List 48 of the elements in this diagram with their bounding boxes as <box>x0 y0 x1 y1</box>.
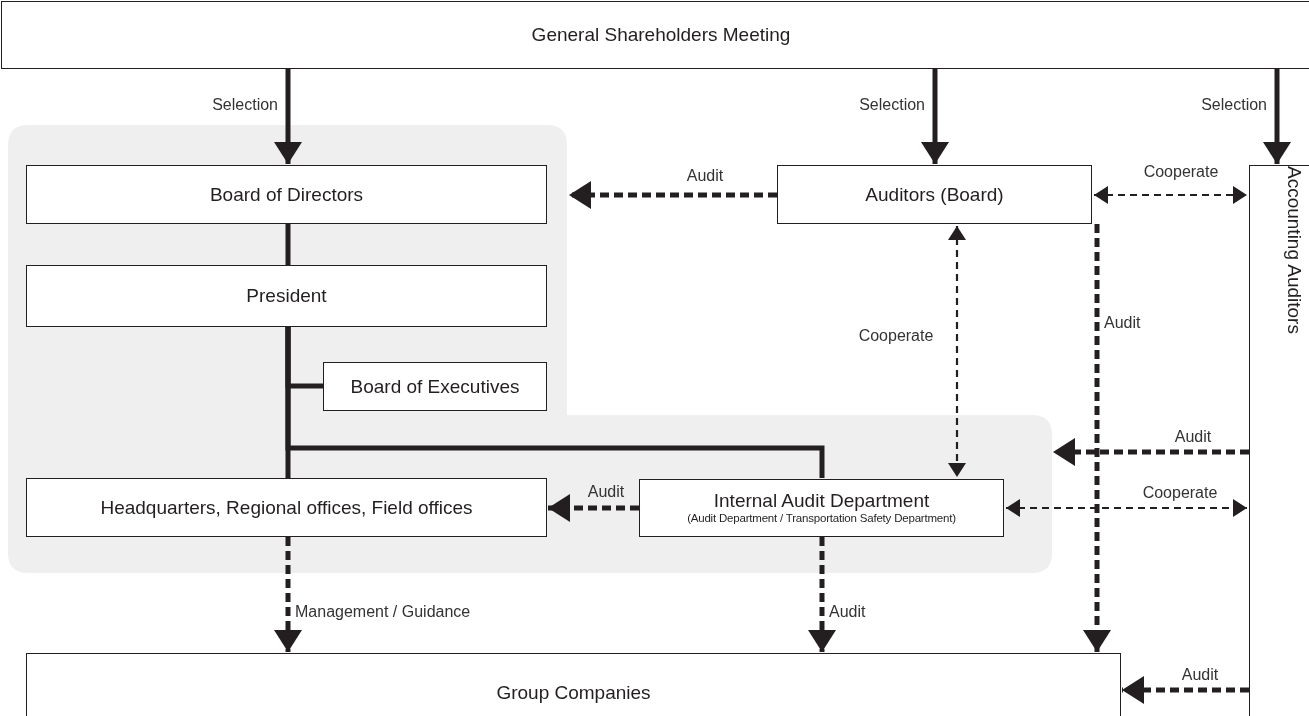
node-title: Headquarters, Regional offices, Field offices <box>100 496 473 519</box>
meeting-box <box>1 1 1309 69</box>
arrow <box>569 181 777 209</box>
node-title: Board of Executives <box>350 375 520 398</box>
offices-box <box>26 478 547 537</box>
arrow <box>1053 438 1249 466</box>
president-box <box>26 265 547 327</box>
arrow <box>948 226 966 477</box>
edge-label: Audit <box>829 604 866 620</box>
edge-label: Cooperate <box>858 328 934 344</box>
edge-label: Audit <box>587 484 625 500</box>
edge-label: Management / Guidance <box>295 604 471 620</box>
edge-label: Cooperate <box>1143 164 1219 180</box>
arrow <box>1094 186 1247 204</box>
edge-label: Audit <box>1181 667 1219 683</box>
auditors-column-box <box>1249 165 1309 716</box>
edge-label: Selection <box>212 97 278 113</box>
edge-label: Selection <box>1201 97 1267 113</box>
board-box <box>26 165 547 224</box>
edge-label: Selection <box>859 97 925 113</box>
auditors-box <box>777 165 1092 224</box>
executives-box <box>323 362 547 411</box>
edge-label: Audit <box>686 168 724 184</box>
arrow <box>1006 499 1247 517</box>
department-box <box>639 479 1004 537</box>
edge-label: Audit <box>1104 315 1141 331</box>
node-title: Accounting Auditors <box>1283 166 1305 334</box>
node-title: President <box>246 285 327 307</box>
arrow <box>274 69 302 164</box>
edge-label: Audit <box>1174 429 1212 445</box>
edge-label: Cooperate <box>1142 485 1218 501</box>
node-title: Group Companies <box>496 682 651 704</box>
region-background <box>8 125 1052 573</box>
arrow <box>548 494 639 522</box>
connector-line <box>285 224 291 265</box>
arrow <box>808 537 836 652</box>
node-subtitle: (Audit Department / Transportation Safety Department) <box>687 512 956 526</box>
connector-line <box>285 327 825 478</box>
arrow <box>274 537 302 652</box>
arrow <box>1263 69 1291 164</box>
node-title: Board of Directors <box>209 183 364 206</box>
companies-box <box>26 653 1121 716</box>
node-title: General Shareholders Meeting <box>531 24 791 46</box>
node-title: Auditors (Board) <box>865 183 1004 206</box>
node-title: Internal Audit Department <box>713 490 930 513</box>
arrow <box>1122 676 1249 704</box>
arrow <box>1083 224 1111 652</box>
arrow <box>921 69 949 164</box>
